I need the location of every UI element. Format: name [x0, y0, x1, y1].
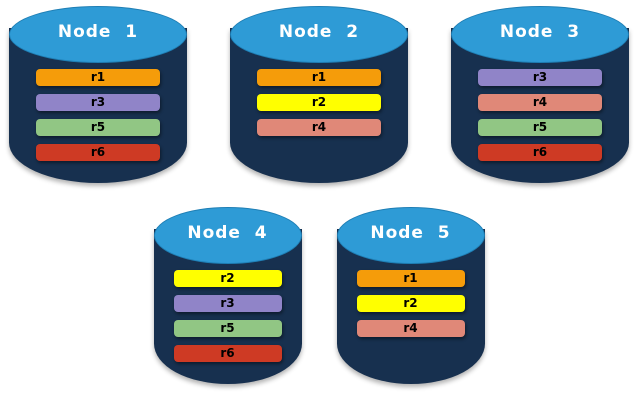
database-node[interactable]: Node 3 r3 r4 r5 r6 [451, 6, 629, 191]
replica-bar[interactable]: r4 [478, 94, 602, 111]
replica-bar[interactable]: r6 [36, 144, 160, 161]
cylinder-top-icon [336, 207, 485, 264]
replica-bar[interactable]: r2 [356, 295, 465, 312]
replica-list: r1 r2 r4 [337, 264, 485, 337]
cylinder-top-icon [451, 6, 629, 63]
replica-list: r3 r4 r5 r6 [451, 63, 629, 161]
replica-list: r2 r3 r5 r6 [154, 264, 302, 362]
replica-bar[interactable]: r1 [257, 69, 381, 86]
replica-list: r1 r3 r5 r6 [9, 63, 187, 161]
replica-bar[interactable]: r4 [356, 320, 465, 337]
replica-bar[interactable]: r1 [36, 69, 160, 86]
node-label: Node 1 [57, 22, 139, 42]
node-label: Node 2 [278, 22, 360, 42]
replica-bar[interactable]: r5 [478, 119, 602, 136]
database-node[interactable]: Node 4 r2 r3 r5 r6 [153, 207, 302, 392]
cylinder-top-icon [9, 6, 187, 63]
database-node[interactable]: Node 5 r1 r2 r4 [336, 207, 485, 392]
node-row-top: Node 1 r1 r3 r5 r6 Node 2 r1 r2 r4 Node 3 r3 r4 r5 r6 [0, 6, 638, 191]
replica-bar[interactable]: r2 [173, 270, 282, 287]
cylinder-top-icon [230, 6, 408, 63]
replica-bar[interactable]: r6 [173, 345, 282, 362]
node-label: Node 5 [370, 223, 451, 243]
replica-bar[interactable]: r3 [478, 69, 602, 86]
replica-bar[interactable]: r5 [36, 119, 160, 136]
database-node[interactable]: Node 1 r1 r3 r5 r6 [9, 6, 187, 191]
database-node[interactable]: Node 2 r1 r2 r4 [230, 6, 408, 191]
replica-bar[interactable]: r4 [257, 119, 381, 136]
replica-list: r1 r2 r4 [230, 63, 408, 136]
cylinder-top-icon [153, 207, 302, 264]
node-row-bottom: Node 4 r2 r3 r5 r6 Node 5 r1 r2 r4 [0, 207, 638, 392]
replica-bar[interactable]: r2 [257, 94, 381, 111]
replica-bar[interactable]: r5 [173, 320, 282, 337]
replica-bar[interactable]: r3 [173, 295, 282, 312]
node-label: Node 4 [187, 223, 268, 243]
replica-bar[interactable]: r1 [356, 270, 465, 287]
node-label: Node 3 [499, 22, 581, 42]
replica-bar[interactable]: r6 [478, 144, 602, 161]
replica-bar[interactable]: r3 [36, 94, 160, 111]
